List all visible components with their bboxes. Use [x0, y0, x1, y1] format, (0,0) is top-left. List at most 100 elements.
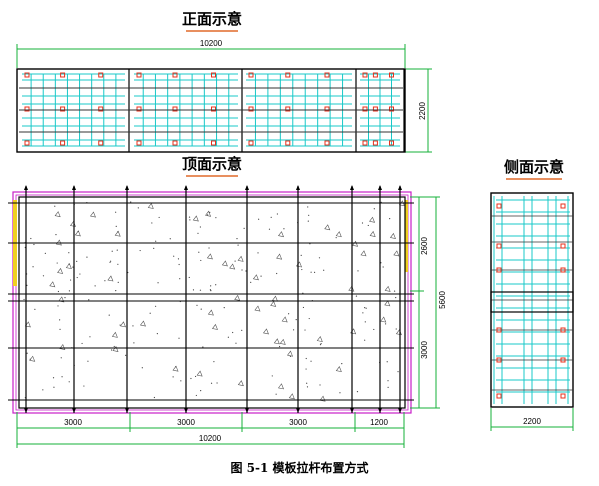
concrete-aggregate — [237, 380, 244, 387]
concrete-aggregate — [389, 232, 396, 239]
concrete-aggregate — [393, 250, 400, 257]
concrete-dot — [130, 201, 132, 203]
concrete-aggregate — [277, 383, 284, 390]
concrete-dot — [215, 217, 217, 219]
concrete-aggregate — [252, 274, 259, 281]
concrete-dot — [76, 276, 78, 279]
concrete-dot — [154, 305, 157, 307]
concrete-dot — [172, 376, 174, 378]
front-tie-marker — [248, 106, 254, 112]
front-tie-marker — [172, 140, 178, 146]
concrete-dot — [258, 218, 260, 220]
concrete-dot — [288, 313, 290, 315]
tie-rod-arrow — [350, 408, 354, 413]
concrete-aggregate — [229, 263, 236, 270]
concrete-aggregate — [348, 285, 355, 292]
tie-rod-arrow — [378, 408, 382, 413]
front-tie-marker — [60, 140, 66, 146]
tie-rod-arrow — [72, 185, 76, 190]
concrete-dot — [178, 263, 180, 266]
concrete-dot — [79, 273, 81, 275]
concrete-dot — [307, 220, 309, 222]
concrete-dot — [81, 342, 83, 345]
concrete-dot — [83, 385, 85, 387]
side-width-dimension: 2200 — [490, 408, 574, 431]
concrete-dot — [215, 284, 217, 286]
concrete-dot — [194, 375, 197, 378]
concrete-aggregate — [114, 230, 121, 237]
side-joint-band — [490, 291, 574, 313]
front-tie-marker — [362, 72, 368, 78]
front-tie-marker — [324, 72, 330, 78]
concrete-dot — [257, 252, 259, 254]
concrete-dot — [42, 389, 44, 391]
concrete-aggregate — [286, 350, 294, 357]
concrete-dot — [395, 328, 397, 330]
concrete-dot — [202, 346, 204, 348]
tie-rod-arrow — [296, 408, 300, 413]
concrete-dot — [116, 249, 118, 251]
side-tie-marker — [496, 393, 502, 399]
concrete-dot — [386, 361, 388, 363]
concrete-dot — [200, 389, 202, 392]
concrete-dot — [141, 367, 143, 369]
front-tie-marker — [389, 72, 394, 78]
concrete-dot — [26, 352, 28, 354]
concrete-dot — [397, 371, 399, 373]
concrete-dot — [109, 260, 112, 262]
tie-rod-arrow — [184, 408, 188, 413]
front-tie-marker — [98, 72, 104, 78]
front-width-label: 10200 — [200, 39, 223, 48]
concrete-dot — [295, 319, 297, 321]
front-tie-marker — [324, 106, 330, 112]
front-tie-marker — [98, 106, 104, 112]
front-height-label: 2200 — [418, 102, 427, 120]
front-tie-marker — [211, 72, 216, 78]
concrete-dot — [30, 237, 32, 240]
concrete-aggregate — [221, 260, 228, 267]
concrete-dot — [210, 382, 213, 384]
front-tie-marker — [362, 140, 368, 146]
side-tie-marker — [496, 203, 502, 209]
concrete-dot — [395, 296, 397, 299]
concrete-dot — [210, 285, 212, 287]
concrete-dot — [300, 254, 302, 256]
concrete-dot — [235, 342, 237, 344]
side-tie-marker — [496, 357, 502, 363]
side-tie-marker — [496, 327, 502, 333]
tie-rod-arrow — [398, 408, 402, 413]
front-panels — [19, 69, 405, 152]
tie-rod-arrow — [378, 185, 382, 190]
concrete-dot — [169, 238, 171, 240]
concrete-dot — [320, 342, 322, 345]
concrete-dot — [308, 317, 310, 320]
segment-2-label: 3000 — [177, 418, 195, 427]
side-panels — [490, 196, 574, 404]
concrete-dot — [306, 386, 309, 388]
concrete-dot — [188, 216, 191, 218]
tie-rod-arrow — [245, 408, 249, 413]
concrete-dot — [245, 270, 247, 272]
concrete-dot — [156, 333, 158, 335]
concrete-dot — [104, 280, 106, 282]
concrete-dot — [117, 231, 119, 233]
concrete-dot — [195, 394, 197, 397]
concrete-dot — [199, 289, 202, 291]
concrete-dot — [68, 263, 70, 265]
tie-rod-arrow — [398, 185, 402, 190]
concrete-dot — [361, 222, 364, 224]
concrete-dot — [110, 349, 113, 351]
concrete-dot — [364, 307, 366, 309]
concrete-dot — [76, 260, 78, 263]
front-tie-marker — [211, 140, 216, 146]
front-tie-marker — [372, 106, 378, 112]
concrete-dot — [189, 219, 191, 221]
right-dim-lower-label: 3000 — [420, 341, 429, 359]
tie-rod-arrow — [24, 408, 28, 413]
concrete-aggregate — [319, 395, 326, 402]
concrete-dot — [278, 345, 281, 348]
concrete-dot — [393, 290, 396, 292]
concrete-aggregate — [196, 370, 203, 377]
concrete-dot — [199, 226, 201, 228]
segment-4-label: 1200 — [370, 418, 388, 427]
